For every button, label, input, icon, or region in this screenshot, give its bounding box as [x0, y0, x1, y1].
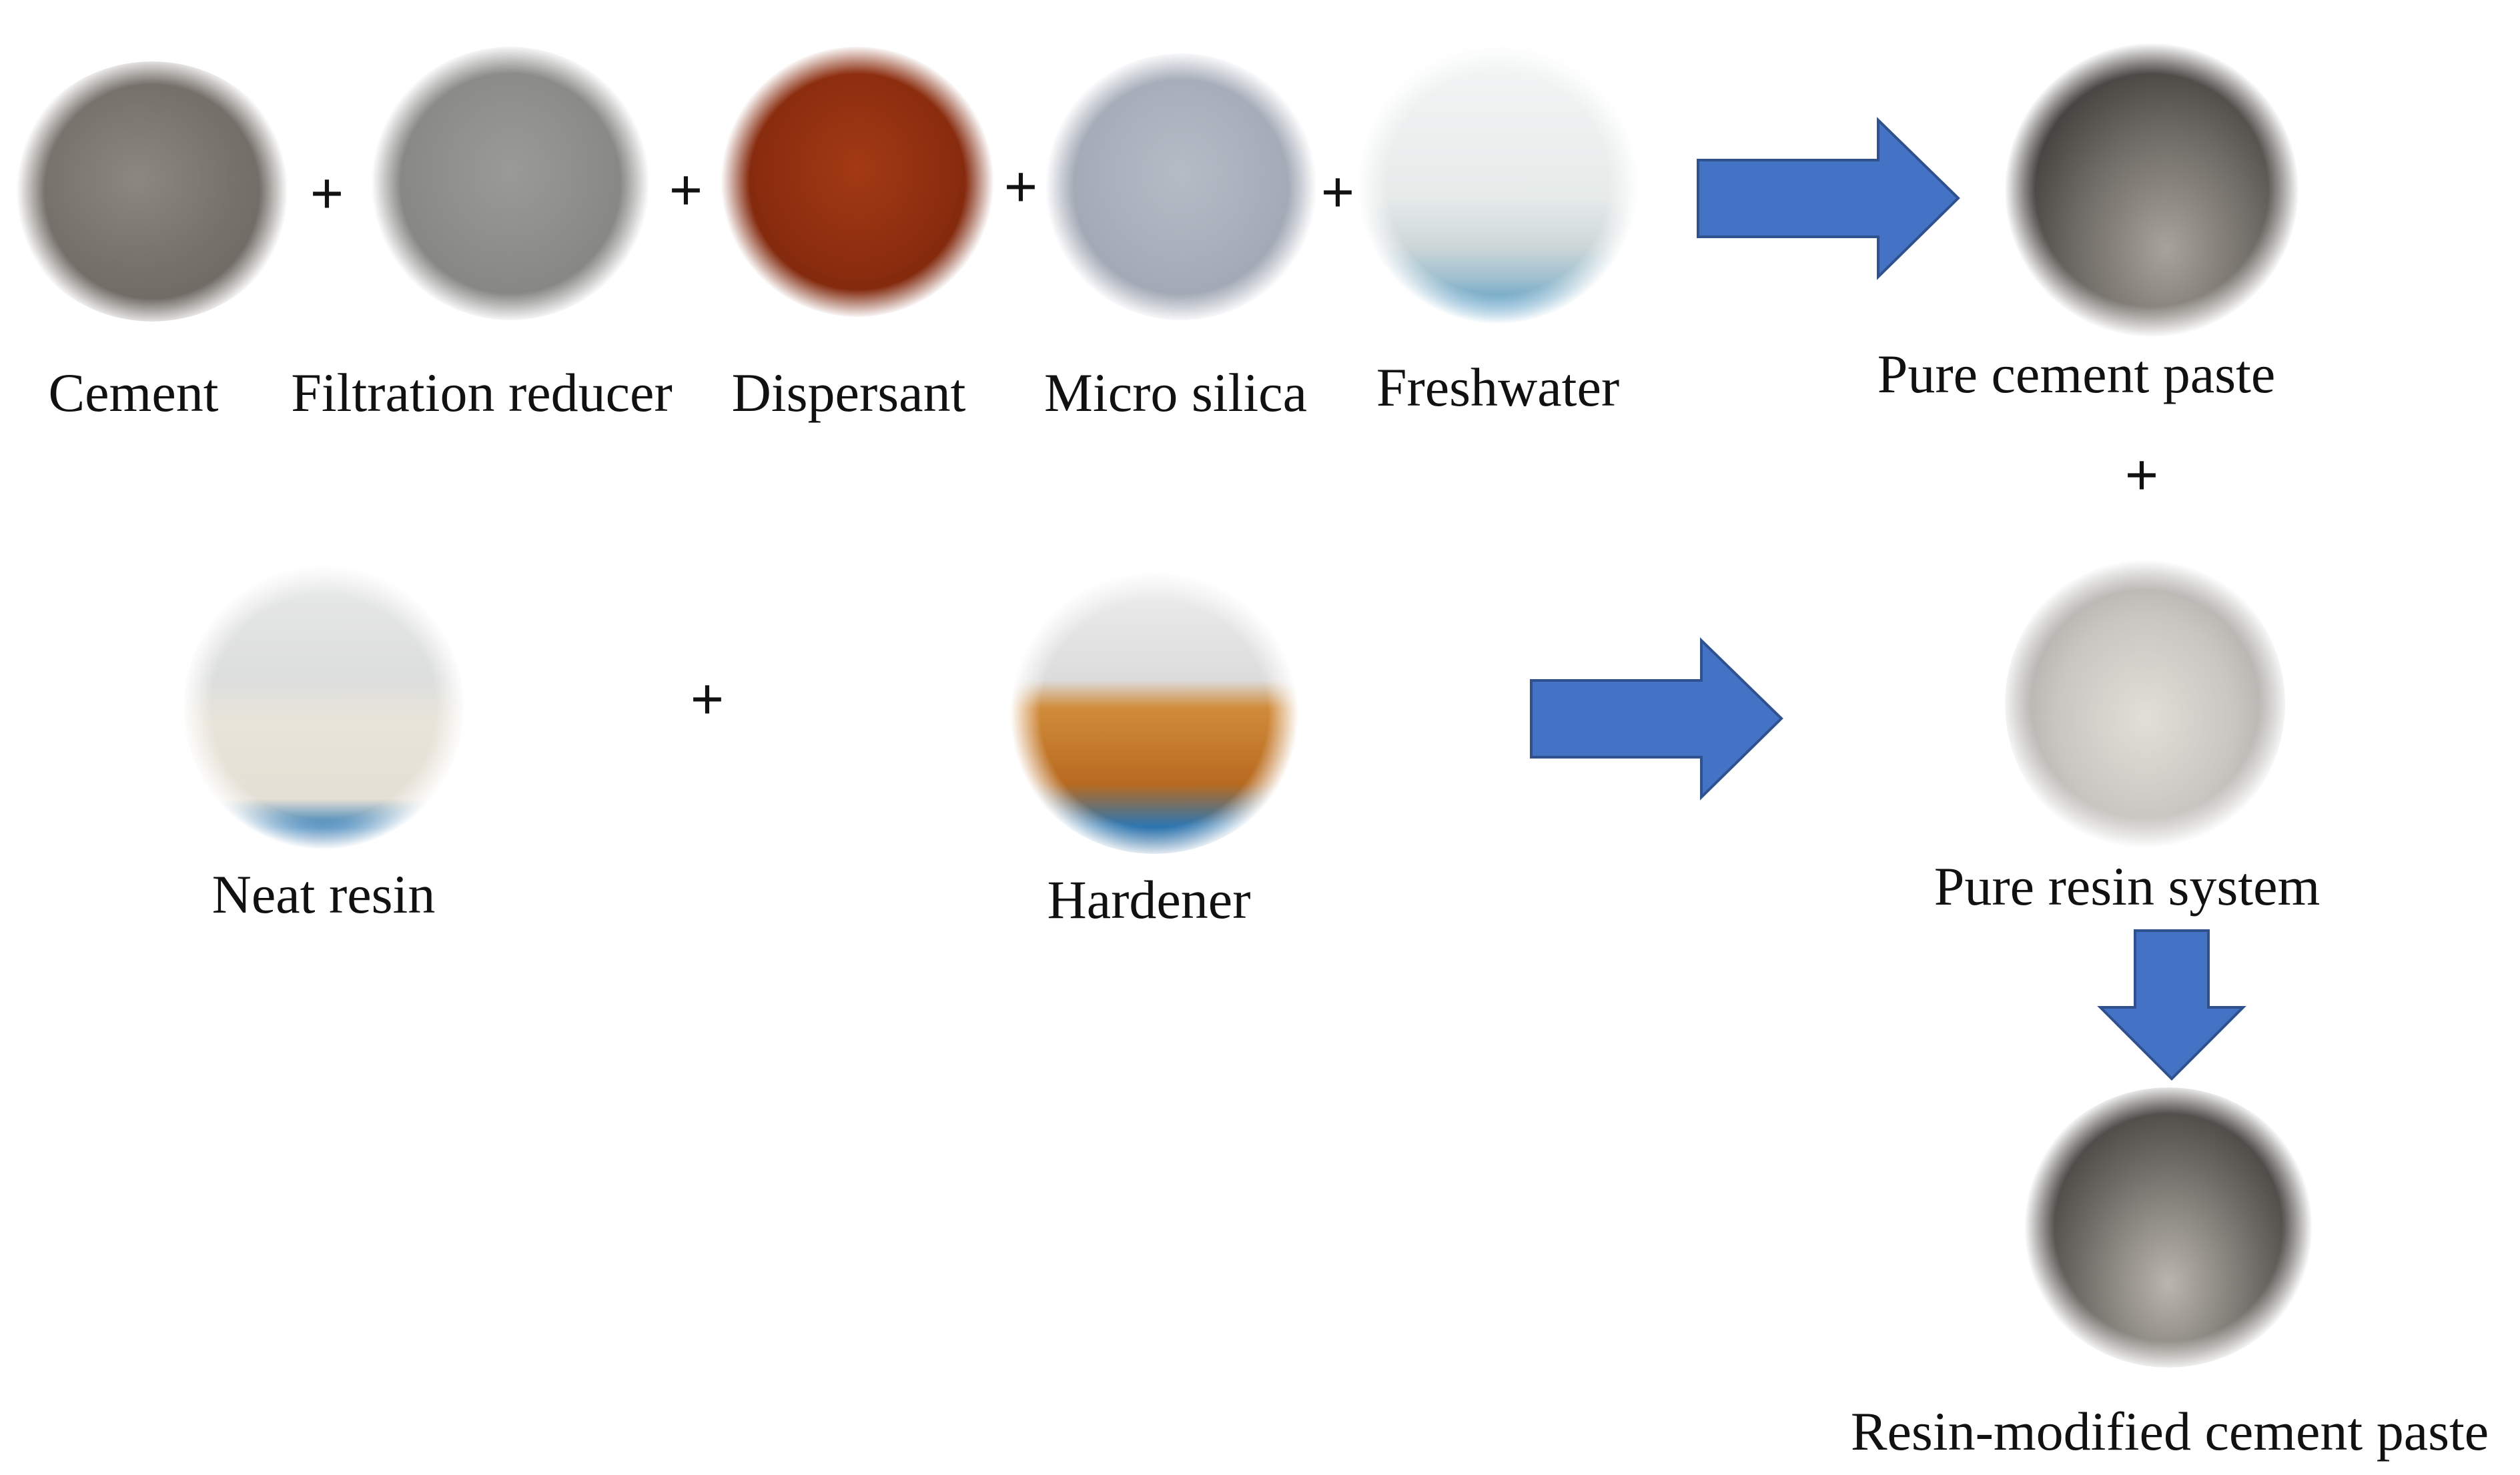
plus-sign: + — [1320, 160, 1355, 224]
plus-sign: + — [1003, 155, 1038, 219]
hardener-label: Hardener — [1047, 869, 1251, 930]
neat-resin-beaker-image — [183, 564, 464, 851]
cement-label: Cement — [48, 362, 219, 423]
resin-modified-cement-paste-label: Resin-modified cement paste — [1850, 1401, 2489, 1462]
freshwater-label: Freshwater — [1376, 357, 1620, 418]
right-arrow-icon — [1530, 637, 1783, 801]
pure-cement-paste-label: Pure cement paste — [1877, 344, 2276, 404]
filtration-reducer-label: Filtration reducer — [291, 362, 673, 423]
neat-resin-label: Neat resin — [212, 864, 436, 925]
plus-sign: + — [310, 161, 344, 225]
pure-cement-paste-image — [2005, 43, 2298, 337]
micro-silica-image — [1044, 53, 1318, 320]
dispersant-image — [721, 47, 994, 317]
pure-resin-system-label: Pure resin system — [1934, 856, 2321, 917]
plus-sign: + — [690, 667, 725, 731]
plus-sign: + — [669, 158, 703, 222]
resin-modified-cement-paste-image — [2022, 1087, 2315, 1368]
pure-resin-system-image — [2005, 557, 2285, 851]
plus-sign: + — [2124, 443, 2159, 507]
hardener-beaker-image — [1007, 574, 1301, 854]
micro-silica-label: Micro silica — [1044, 362, 1307, 423]
down-arrow-icon — [2097, 929, 2246, 1081]
cement-powder-image — [12, 61, 292, 322]
freshwater-beaker-image — [1358, 43, 1638, 324]
filtration-reducer-image — [370, 47, 651, 320]
dispersant-label: Dispersant — [731, 362, 966, 423]
right-arrow-icon — [1697, 117, 1960, 280]
